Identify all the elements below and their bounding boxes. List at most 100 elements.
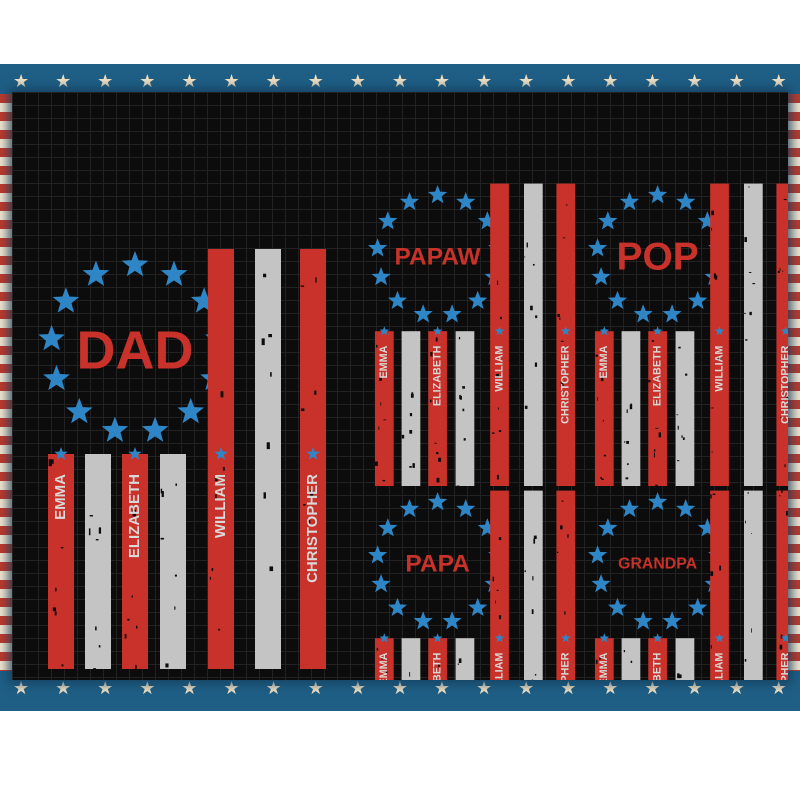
distress-mark	[496, 474, 499, 480]
star-icon	[432, 326, 443, 336]
star-icon	[619, 191, 640, 211]
name-label: EMMA	[378, 345, 390, 378]
distress-mark	[463, 438, 466, 441]
distress-mark	[209, 576, 211, 580]
distress-mark	[532, 263, 535, 266]
distress-mark	[744, 659, 747, 662]
star-icon	[633, 611, 653, 630]
name-label: WILLIAM	[493, 653, 505, 680]
star-icon: ★	[518, 71, 535, 92]
distress-mark	[410, 393, 414, 398]
star-icon: ★	[307, 678, 324, 699]
star-icon: ★	[55, 71, 72, 92]
distress-mark	[747, 492, 749, 494]
flag-stripe	[556, 183, 576, 486]
star-icon: ★	[728, 678, 745, 699]
distress-mark	[124, 633, 127, 639]
design-title: PAPAW	[395, 243, 482, 270]
star-icon	[598, 518, 618, 537]
distress-mark	[648, 379, 651, 383]
distress-mark	[682, 437, 685, 441]
star-icon	[367, 238, 388, 257]
star-icon	[101, 416, 129, 442]
star-icon: ★	[97, 678, 114, 699]
flag-stripe	[648, 331, 667, 486]
distress-mark	[627, 463, 629, 466]
name-label: EMMA	[598, 345, 610, 378]
distress-mark	[533, 538, 536, 544]
distress-mark	[263, 273, 267, 278]
design-grandpa: GRANDPAEMMAELIZABETHWILLIAMCHRISTOPHER	[587, 490, 788, 680]
distress-mark	[711, 407, 714, 409]
distress-mark	[379, 377, 382, 381]
distress-mark	[782, 270, 784, 272]
star-icon	[587, 545, 608, 564]
distress-mark	[136, 625, 138, 629]
distress-mark	[625, 477, 629, 480]
distress-mark	[494, 600, 496, 604]
star-icon: ★	[686, 678, 703, 699]
star-icon	[82, 260, 110, 286]
star-icon: ★	[265, 71, 282, 92]
distress-mark	[749, 311, 752, 316]
star-icon	[468, 597, 488, 617]
distress-mark	[653, 452, 655, 458]
distress-mark	[677, 460, 680, 462]
star-icon: ★	[349, 71, 366, 92]
distress-mark	[401, 434, 405, 439]
distress-mark	[565, 204, 568, 206]
distress-mark	[531, 609, 534, 615]
distress-mark	[54, 587, 57, 592]
distress-mark	[174, 606, 176, 610]
distress-mark	[95, 626, 97, 631]
distress-mark	[52, 607, 57, 612]
top-star-row: ★★★★★★★★★★★★★★★★★★★	[0, 70, 800, 94]
distress-mark	[524, 570, 526, 573]
star-icon	[587, 238, 608, 257]
distress-mark	[752, 283, 756, 285]
flag-stripe	[594, 638, 614, 680]
star-icon	[378, 518, 398, 537]
distress-mark	[50, 459, 54, 464]
star-icon: ★	[391, 678, 408, 699]
flag-stripe	[122, 454, 148, 669]
star-icon	[676, 191, 696, 211]
distress-mark	[462, 386, 465, 389]
distress-mark	[786, 396, 788, 400]
distress-mark	[303, 504, 306, 506]
distress-mark	[744, 237, 747, 243]
name-label: WILLIAM	[493, 346, 505, 392]
distress-mark	[595, 354, 598, 357]
flag-stripe	[490, 490, 509, 680]
distress-mark	[532, 576, 534, 581]
name-label: CHRISTOPHER	[780, 345, 788, 423]
star-icon: ★	[476, 71, 493, 92]
star-icon	[633, 304, 653, 323]
star-icon	[141, 416, 169, 442]
distress-mark	[381, 658, 384, 660]
star-icon	[367, 545, 388, 564]
distress-mark	[430, 399, 432, 403]
star-icon	[714, 326, 725, 336]
star-icon: ★	[686, 71, 703, 92]
distress-mark	[745, 339, 748, 341]
distress-mark	[376, 344, 378, 348]
distress-mark	[751, 533, 752, 534]
distress-mark	[603, 454, 606, 457]
distress-mark	[560, 525, 563, 530]
star-icon	[387, 290, 408, 310]
distress-mark	[719, 565, 722, 571]
star-icon	[306, 447, 320, 460]
distress-mark	[779, 644, 783, 650]
flag-stripe	[48, 454, 74, 669]
star-icon	[413, 304, 433, 323]
distress-mark	[524, 405, 528, 409]
distress-mark	[561, 500, 564, 502]
distress-mark	[744, 312, 746, 314]
distress-mark	[711, 227, 713, 231]
distress-mark	[677, 673, 680, 679]
star-icon	[128, 447, 142, 460]
star-icon	[52, 287, 80, 313]
distress-mark	[376, 647, 379, 651]
